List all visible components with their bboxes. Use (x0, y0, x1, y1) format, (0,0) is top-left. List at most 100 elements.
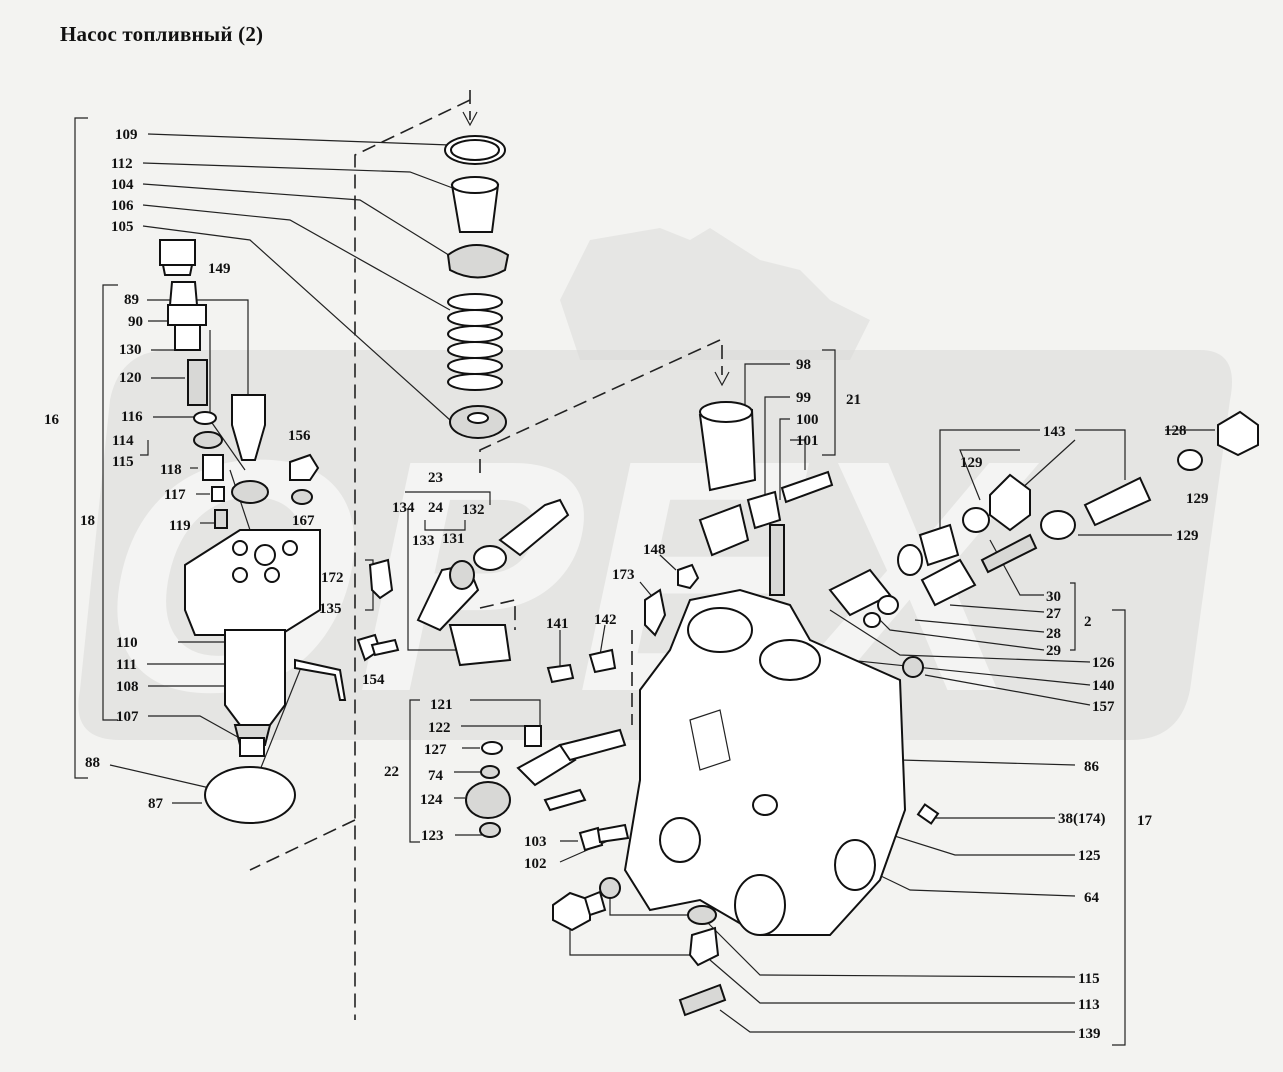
callout-c129a: 129 (960, 455, 983, 471)
part-2-valve-assembly (828, 523, 977, 628)
part-stud (769, 524, 785, 596)
callout-c122: 122 (428, 720, 451, 736)
callout-c127: 127 (424, 742, 447, 758)
part-149-cap-nut (159, 239, 196, 276)
callout-c114: 114 (112, 433, 134, 449)
part-120-spring-small (187, 359, 208, 406)
callout-c172: 172 (321, 570, 344, 586)
callout-c141: 141 (546, 616, 569, 632)
callout-c22: 22 (384, 764, 399, 780)
part-87-seal-ring (204, 766, 296, 824)
callout-c129c: 129 (1176, 528, 1199, 544)
callout-c121: 121 (430, 697, 453, 713)
callout-c135: 135 (319, 601, 342, 617)
callout-c173: 173 (612, 567, 635, 583)
callout-c64: 64 (1084, 890, 1100, 906)
page-title: Насос топливный (2) (60, 22, 264, 46)
part-30-spring (980, 533, 1038, 574)
callout-c108: 108 (116, 679, 139, 695)
callout-c2: 2 (1084, 614, 1092, 630)
callout-c106: 106 (111, 198, 134, 214)
part-139-stud (678, 983, 727, 1017)
part-156-nut (289, 453, 320, 481)
callout-c133: 133 (412, 533, 435, 549)
part-105-lower-plate (449, 405, 507, 439)
part-17-pump-housing (623, 588, 907, 936)
part-115-washer (687, 905, 717, 925)
leader-lines (109, 133, 1215, 1033)
callout-c143: 143 (1043, 424, 1066, 440)
callout-c149: 149 (208, 261, 231, 277)
part-103-bolt (578, 823, 630, 852)
callout-c134: 134 (392, 500, 415, 516)
callout-c113: 113 (1078, 997, 1100, 1013)
callout-c104: 104 (111, 177, 134, 193)
part-142-plug (588, 648, 617, 674)
callout-c120: 120 (119, 370, 142, 386)
callout-c142: 142 (594, 612, 617, 628)
part-sleeve-98 (698, 401, 757, 492)
callout-c90: 90 (128, 314, 143, 330)
callout-c132: 132 (462, 502, 485, 518)
part-89-fitting (167, 281, 207, 351)
callout-c102: 102 (524, 856, 547, 872)
part-113-plug (688, 926, 720, 967)
part-157-washer (902, 656, 924, 678)
callout-c129b: 129 (1186, 491, 1209, 507)
callout-c116: 116 (121, 409, 143, 425)
callout-c17: 17 (1137, 813, 1153, 829)
callout-c105: 105 (111, 219, 134, 235)
part-101-pin (780, 470, 834, 504)
part-133-lever (416, 560, 480, 632)
callout-c88: 88 (85, 755, 100, 771)
callout-c109: 109 (115, 127, 138, 143)
callout-c167: 167 (292, 513, 315, 529)
callout-c148: 148 (643, 542, 666, 558)
callout-c21: 21 (846, 392, 861, 408)
callout-c110: 110 (116, 635, 138, 651)
part-119-spring (214, 509, 228, 529)
callout-c115a: 115 (112, 454, 134, 470)
part-104-spring-plate (446, 244, 510, 279)
part-ring-seal (231, 480, 269, 504)
part-106-spring (447, 293, 503, 391)
callout-labels: 109 112 104 106 105 149 89 90 130 120 116 114 115 118… (44, 127, 1209, 1042)
part-109-ring (444, 135, 506, 165)
part-135-clip (294, 658, 347, 701)
part-148-nut (677, 563, 700, 590)
part-130-valve-holder (231, 394, 266, 461)
callout-c18: 18 (80, 513, 95, 529)
callout-c86: 86 (1084, 759, 1100, 775)
callout-c16: 16 (44, 412, 60, 428)
group-brackets (74, 117, 1126, 1046)
part-128-nut (1217, 410, 1259, 457)
callout-c28: 28 (1046, 626, 1061, 642)
part-22-linkage (465, 725, 627, 838)
callout-c154: 154 (362, 672, 385, 688)
part-141-pin (546, 663, 575, 684)
part-tube (1083, 476, 1152, 527)
assembly-dash-lines (249, 90, 730, 1020)
callout-c74: 74 (428, 768, 444, 784)
callout-c130: 130 (119, 342, 142, 358)
callout-c117: 117 (164, 487, 186, 503)
callout-c107: 107 (116, 709, 139, 725)
callout-c112: 112 (111, 156, 133, 172)
callout-c29: 29 (1046, 643, 1061, 659)
callout-c99: 99 (796, 390, 811, 406)
callout-c38: 38(174) (1058, 811, 1106, 827)
part-132-shaft (473, 498, 570, 571)
callout-c24: 24 (428, 500, 444, 516)
callout-c87: 87 (148, 796, 164, 812)
callout-c100: 100 (796, 412, 819, 428)
callout-c139: 139 (1078, 1026, 1101, 1042)
callout-c89: 89 (124, 292, 139, 308)
callout-c119: 119 (169, 518, 191, 534)
callout-c115b: 115 (1078, 971, 1100, 987)
callout-c118: 118 (160, 462, 182, 478)
callout-c131: 131 (442, 531, 465, 547)
callout-c124: 124 (420, 792, 443, 808)
callout-c27: 27 (1046, 606, 1062, 622)
part-114-ring (193, 431, 223, 449)
